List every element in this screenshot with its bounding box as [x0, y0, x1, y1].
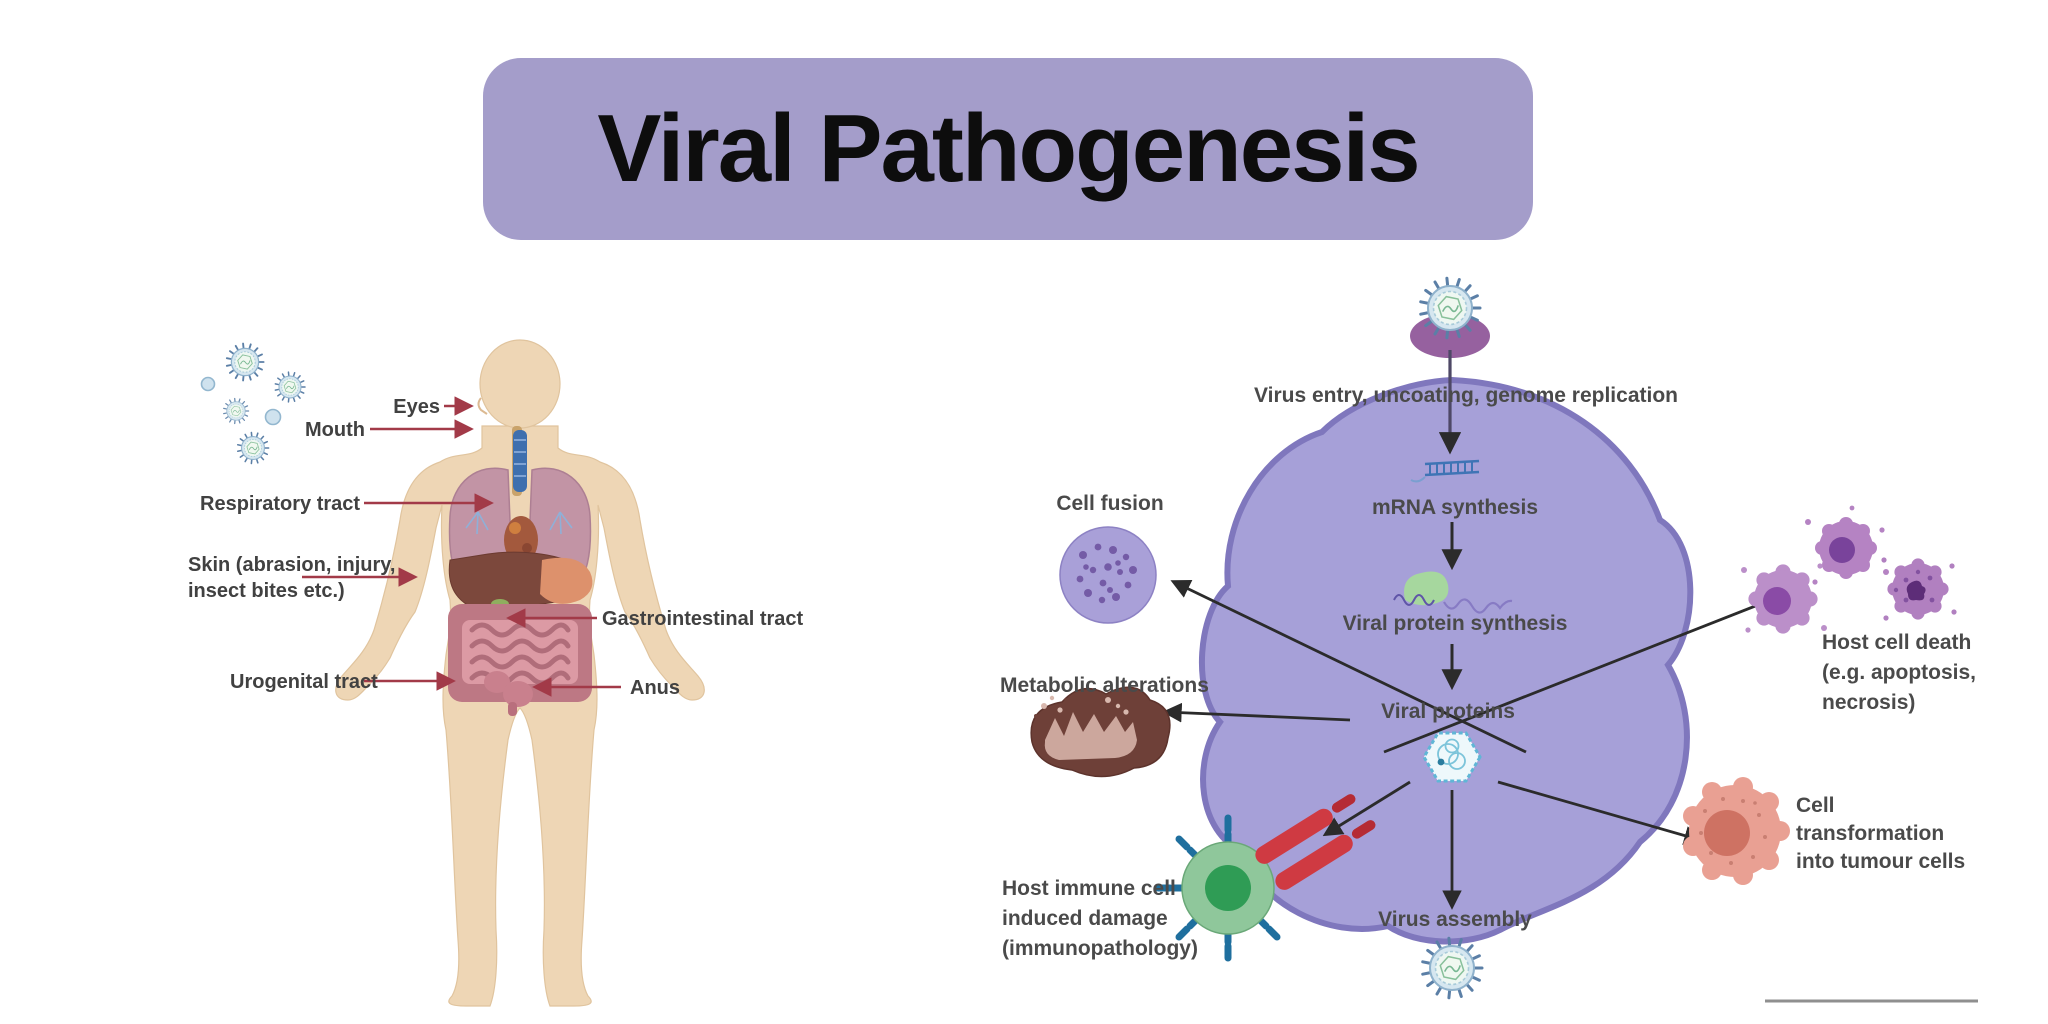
label-cell-fusion: Cell fusion	[1056, 492, 1164, 515]
dying-cells-icon	[1741, 505, 1957, 634]
label-respiratory-tract: Respiratory tract	[200, 493, 361, 515]
label-mrna-synthesis: mRNA synthesis	[1371, 496, 1539, 519]
effect-arrows	[1162, 579, 1800, 910]
assembled-virus-icon	[1421, 936, 1484, 1000]
title-banner: Viral Pathogenesis	[483, 58, 1533, 240]
label-cell-transformation: Cell transformation into tumour cells	[1796, 794, 1966, 873]
tumour-cell-icon	[1683, 777, 1790, 885]
label-virus-entry: Virus entry, uncoating, genome replicati…	[1254, 384, 1678, 407]
page-title: Viral Pathogenesis	[597, 95, 1420, 202]
mitochondrion-icon	[1030, 686, 1171, 778]
label-viral-protein-synthesis: Viral protein synthesis	[1342, 612, 1568, 635]
label-anus: Anus	[630, 677, 680, 699]
label-mouth: Mouth	[305, 419, 365, 441]
immune-cell-icon	[1154, 814, 1281, 962]
ribosome-mrna-icon	[1393, 571, 1513, 614]
fusion-cell-icon	[1059, 526, 1157, 624]
virus-receptor-icon	[1410, 314, 1490, 455]
body-entry-arrows	[302, 396, 621, 697]
stomach-icon	[540, 557, 593, 604]
urogenital-organ-icon	[484, 671, 533, 716]
capsid-icon	[1422, 731, 1482, 783]
label-host-cell-death: Host cell death (e.g. apoptosis, necrosi…	[1822, 631, 1977, 714]
trachea-icon	[512, 426, 527, 496]
label-metabolic-alterations: Metabolic alterations	[1000, 674, 1209, 697]
label-skin: Skin (abrasion, injury, insect bites etc…	[188, 554, 396, 602]
mrna-icon	[1410, 459, 1480, 483]
label-urogenital-tract: Urogenital tract	[230, 671, 378, 693]
label-gastrointestinal-tract: Gastrointestinal tract	[602, 608, 804, 630]
label-virus-assembly: Virus assembly	[1378, 908, 1532, 931]
tcr-receptor-icon	[1255, 794, 1376, 890]
label-immunopathology: Host immune cell induced damage (immunop…	[1002, 877, 1198, 960]
intestines-icon	[448, 604, 592, 702]
virus-cluster-icon	[200, 342, 306, 465]
label-eyes: Eyes	[393, 396, 440, 418]
label-viral-proteins: Viral proteins	[1381, 700, 1515, 723]
human-body	[335, 339, 705, 1007]
